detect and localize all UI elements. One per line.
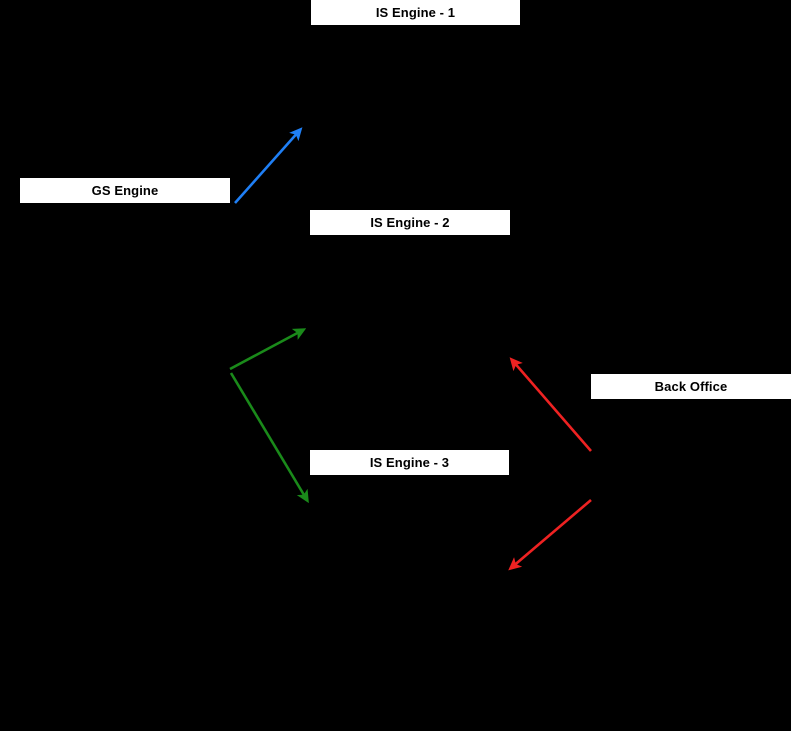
connector-is2-to-upper [229, 328, 307, 371]
node-label-is-engine-1: IS Engine - 1 [375, 5, 456, 20]
connector-backoffice-to-upper [509, 357, 592, 452]
connector-gs-to-is1 [234, 127, 303, 204]
node-is-engine-1[interactable]: IS Engine - 1 [311, 0, 520, 25]
node-label-is-engine-3: IS Engine - 3 [369, 455, 450, 470]
node-label-is-engine-2: IS Engine - 2 [370, 215, 450, 230]
node-is-engine-2[interactable]: IS Engine - 2 [310, 210, 510, 235]
node-gs-engine[interactable]: GS Engine [20, 178, 230, 203]
connector-backoffice-to-lower [508, 499, 592, 571]
node-is-engine-3[interactable]: IS Engine - 3 [310, 450, 509, 475]
node-back-office[interactable]: Back Office [591, 374, 791, 399]
node-label-gs-engine: GS Engine [91, 183, 159, 198]
connector-is2-to-lower [229, 372, 309, 504]
node-label-back-office: Back Office [654, 379, 728, 394]
